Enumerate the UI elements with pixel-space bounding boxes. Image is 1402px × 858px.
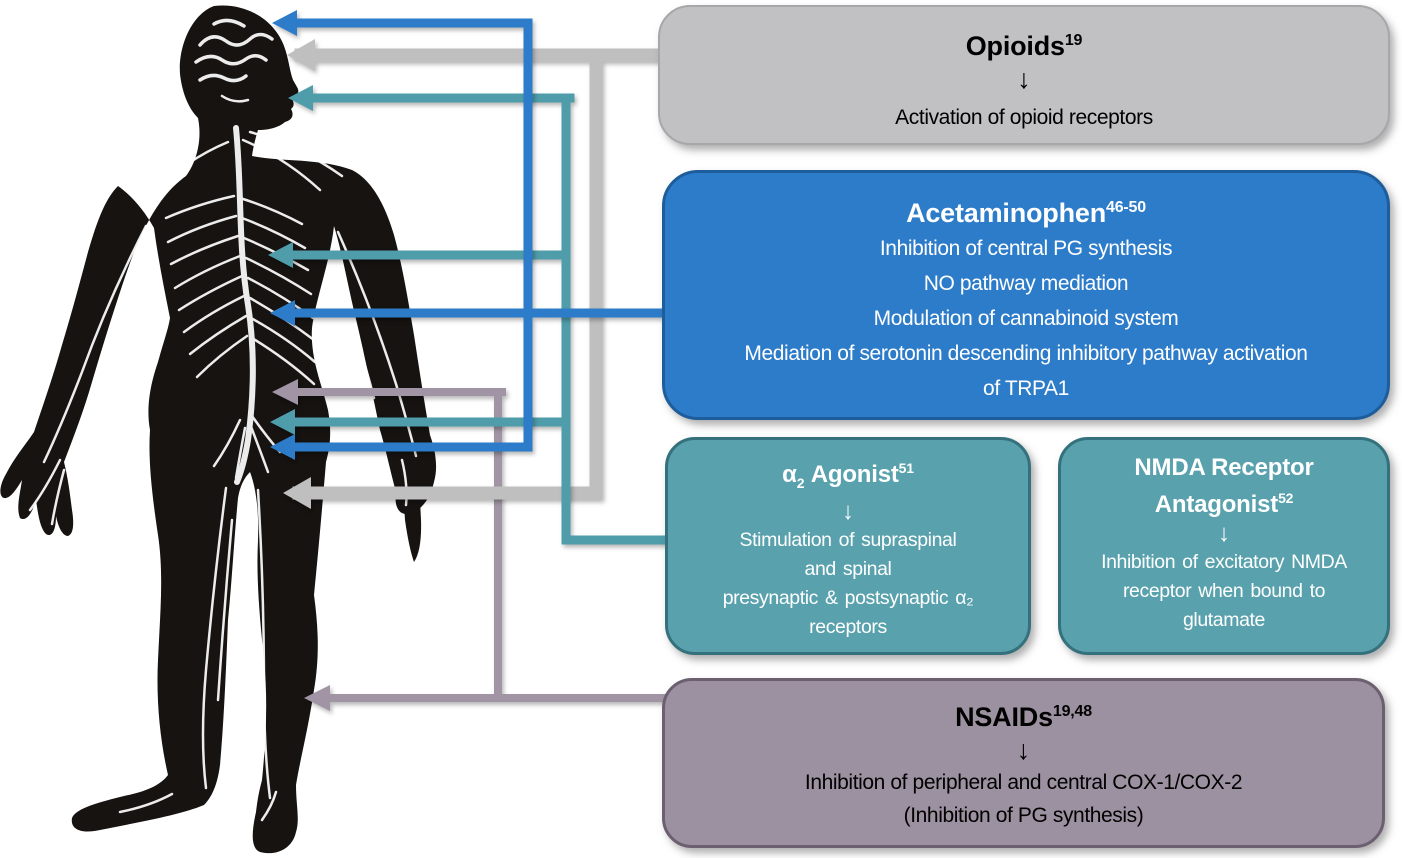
alpha2-mechanism-text: receptors <box>809 615 887 638</box>
acetaminophen-reference-superscript: 46-50 <box>1106 199 1146 216</box>
opioids-reference-superscript: 19 <box>1064 32 1083 49</box>
acetaminophen-mechanism-text: Modulation of cannabinoid system <box>873 307 1179 330</box>
nmda-mechanism-text: glutamate <box>1182 609 1266 631</box>
down-arrow-glyph: ↓ <box>1016 735 1031 765</box>
alpha2-mechanism-text: Stimulation of supraspinal <box>739 528 957 551</box>
acetaminophen-box: Acetaminophen46-50 Inhibition of central… <box>662 170 1390 420</box>
acetaminophen-mechanism-text: Inhibition of central PG synthesis <box>879 237 1173 260</box>
nmda-mechanism-text: receptor when bound to <box>1122 580 1326 602</box>
nsaids-mechanism-text: Inhibition of peripheral and central COX… <box>804 771 1243 794</box>
opioids-title: Opioids19 <box>965 31 1083 61</box>
nsaids-title: NSAIDs19,48 <box>955 702 1092 732</box>
nsaids-reference-superscript: 19,48 <box>1052 703 1092 720</box>
nmda-reference-superscript: 52 <box>1278 490 1294 506</box>
acetaminophen-mechanism-text: of TRPA1 <box>983 377 1069 400</box>
acetaminophen-title: Acetaminophen46-50 <box>906 198 1146 228</box>
nerve-lines <box>28 18 418 822</box>
body-silhouette <box>0 5 437 854</box>
nmda-mechanism-text: Inhibition of excitatory NMDA <box>1101 551 1347 573</box>
down-arrow-glyph: ↓ <box>842 497 854 525</box>
opioids-box: Opioids19 ↓ Activation of opioid recepto… <box>658 5 1390 145</box>
alpha2-mechanism-text: and spinal <box>804 557 892 580</box>
alpha2-subscript: 2 <box>796 474 805 491</box>
human-nervous-system-illustration <box>0 5 437 854</box>
opioids-mechanism-text: Activation of opioid receptors <box>895 106 1153 129</box>
nsaids-box: NSAIDs19,48 ↓ Inhibition of peripheral a… <box>662 678 1385 848</box>
acetaminophen-mechanism-text: NO pathway mediation <box>923 272 1129 295</box>
alpha2-agonist-box: α2 Agonist51 ↓ Stimulation of supraspina… <box>665 437 1031 655</box>
down-arrow-glyph: ↓ <box>1017 64 1031 94</box>
alpha2-mechanism-text: presynaptic & postsynaptic α₂ <box>722 586 974 609</box>
acetaminophen-mechanism-text: Mediation of serotonin descending inhibi… <box>744 342 1308 365</box>
nsaids-mechanism-text: (Inhibition of PG synthesis) <box>903 804 1144 827</box>
alpha2-reference-superscript: 51 <box>898 460 914 476</box>
down-arrow-glyph: ↓ <box>1218 520 1230 547</box>
alpha2-agonist-title: α2 Agonist51 <box>782 460 914 491</box>
